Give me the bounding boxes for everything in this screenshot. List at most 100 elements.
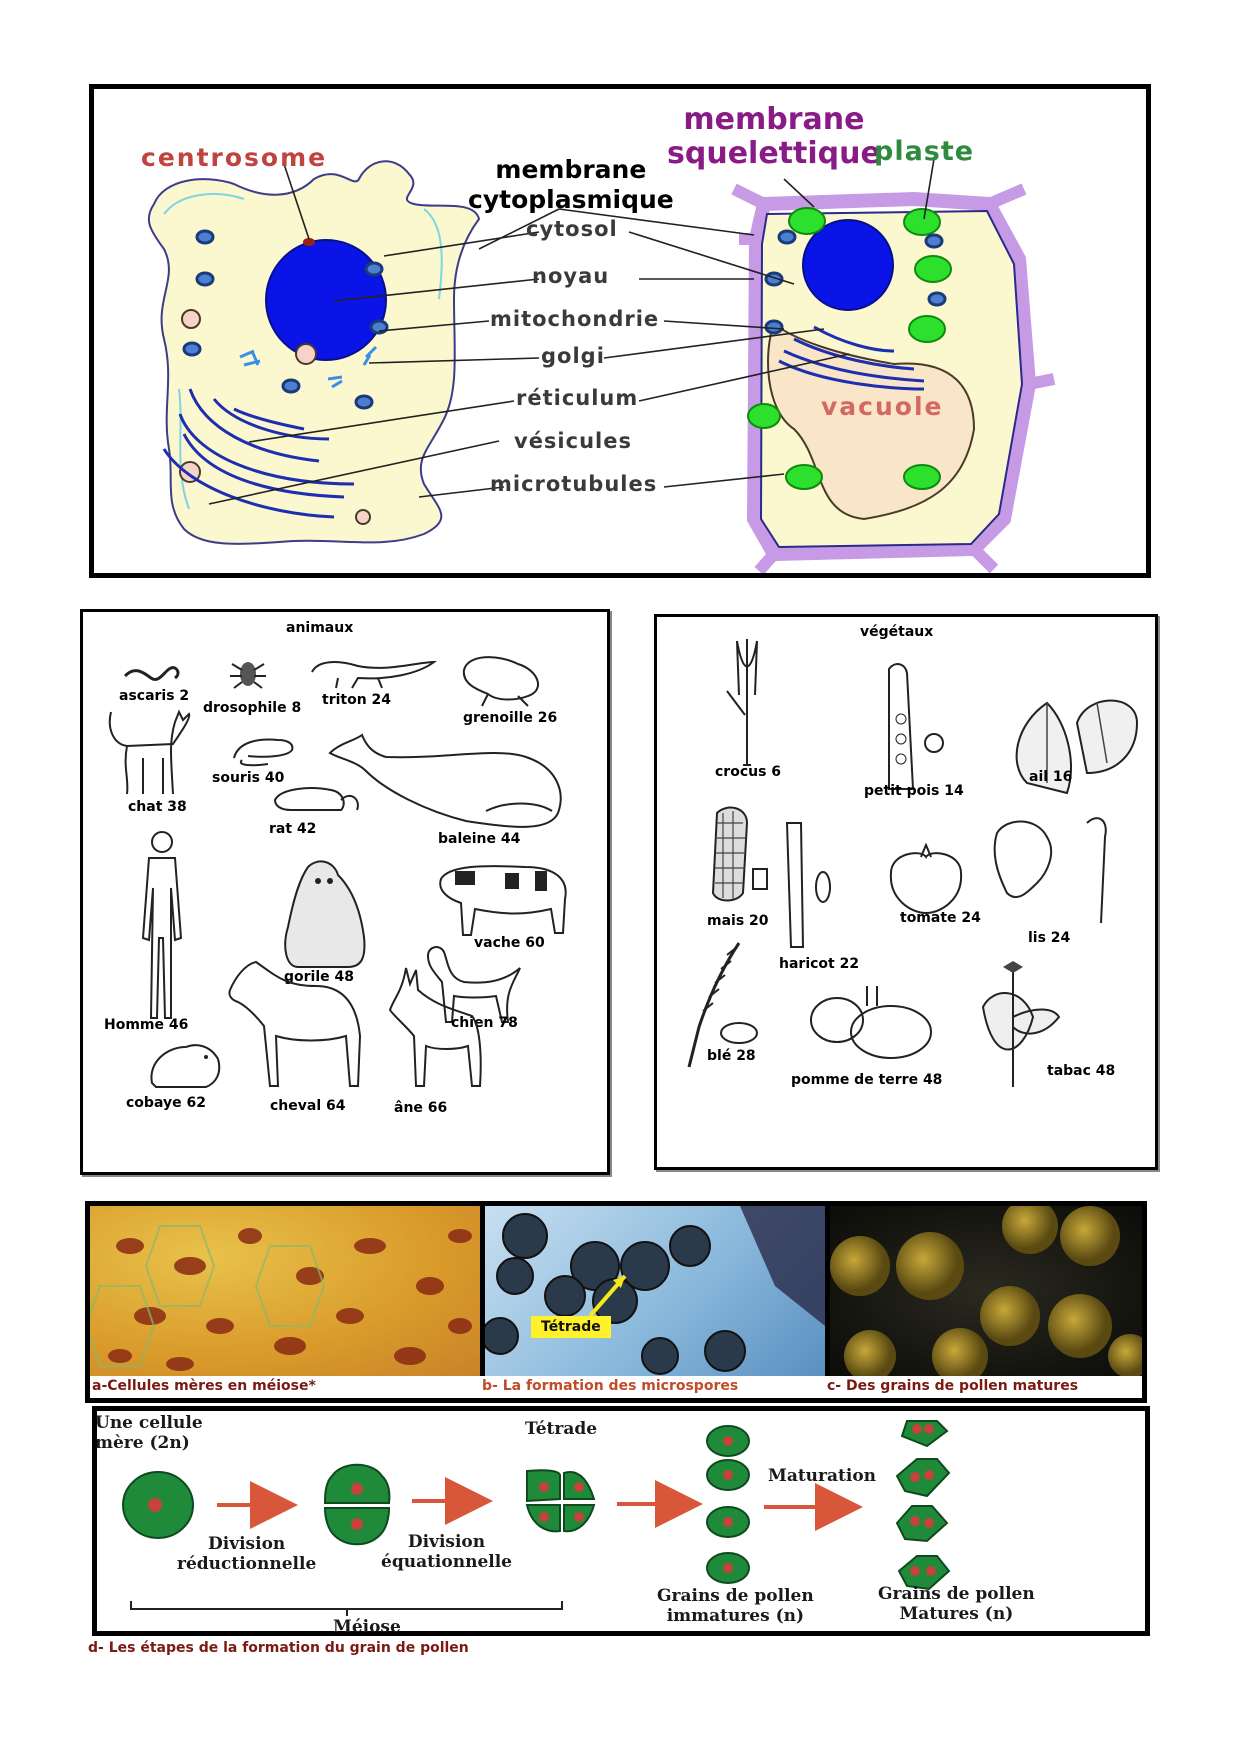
label-meiose: Méiose [333, 1617, 401, 1637]
tetrad-cells [525, 1469, 596, 1533]
cell-diagram [147, 158, 1056, 573]
pollen-steps-diagram [122, 1420, 951, 1616]
potato-icon [810, 986, 932, 1059]
label-haricot: haricot 22 [779, 956, 860, 972]
label-mother-cell: Une cellule mère (2n) [95, 1413, 203, 1453]
rat-icon [273, 787, 359, 811]
cow-icon [439, 865, 567, 936]
mature-pollen-grains [895, 1420, 951, 1591]
tobacco-icon [981, 961, 1061, 1087]
dyad-cells [323, 1463, 391, 1546]
animal-nucleus [265, 239, 387, 361]
label-tabac: tabac 48 [1047, 1063, 1116, 1079]
caption-a: a-Cellules mères en méiose* [92, 1378, 316, 1394]
triton-icon [311, 660, 438, 689]
label-immature-grains: Grains de pollen immatures (n) [657, 1586, 814, 1626]
immature-pollen-grains [706, 1425, 750, 1584]
crocus-icon [726, 639, 758, 766]
garlic-icon [1015, 699, 1139, 795]
label-noyau: noyau [532, 264, 610, 288]
label-chien: chien 78 [451, 1015, 518, 1031]
leader-lines [208, 158, 935, 505]
label-drosophile: drosophile 8 [203, 700, 302, 716]
mouse-icon [233, 738, 294, 767]
meiosis-bracket [130, 1601, 563, 1616]
label-gorile: gorile 48 [284, 969, 354, 985]
centrosome-dot [303, 238, 315, 246]
plant-cell [731, 183, 1056, 573]
drosophila-icon [230, 662, 266, 689]
label-crocus: crocus 6 [715, 764, 782, 780]
label-ascaris: ascaris 2 [119, 688, 190, 704]
label-mitochondrie: mitochondrie [490, 307, 660, 331]
plant-nucleus [802, 219, 894, 311]
label-tomate: tomate 24 [900, 910, 981, 926]
label-lis: lis 24 [1028, 930, 1071, 946]
pea-icon [888, 663, 944, 790]
label-division-reductionnelle: Division réductionnelle [177, 1534, 317, 1574]
cell-comparison-panel: centrosome membrane cytoplasmique cytoso… [89, 84, 1151, 578]
lily-icon [993, 817, 1107, 924]
pollen-formation-panel: Une cellule mère (2n) Tétrade Division r… [92, 1406, 1150, 1637]
label-baleine: baleine 44 [438, 831, 521, 847]
microscopy-photos-panel: Tétrade a-Cellules mères en méiose* b- L… [85, 1201, 1147, 1403]
label-triton: triton 24 [322, 692, 392, 708]
label-mature-grains: Grains de pollen Matures (n) [878, 1584, 1035, 1624]
label-ane: âne 66 [394, 1100, 448, 1116]
caption-c: c- Des grains de pollen matures [827, 1378, 1079, 1394]
label-membrane-cytoplasmique: membrane cytoplasmique [468, 155, 674, 214]
horse-icon [228, 960, 362, 1087]
label-division-equationnelle: Division équationnelle [381, 1532, 512, 1572]
photo-mature-pollen-grains [830, 1206, 1142, 1376]
donkey-icon [388, 967, 482, 1087]
label-ble: blé 28 [707, 1048, 756, 1064]
photo-mother-cells-meiosis [90, 1206, 480, 1376]
photo-caption-bar: a-Cellules mères en méiose* b- La format… [90, 1376, 1142, 1398]
plants-chromosome-panel: végétaux crocus 6 petit pois 14 ail 16 m… [654, 614, 1158, 1170]
frog-icon [462, 656, 540, 707]
cat-icon [108, 709, 191, 795]
label-grenoille: grenoille 26 [463, 710, 558, 726]
label-microtubules: microtubules [490, 472, 658, 496]
label-vacuole: vacuole [821, 392, 944, 421]
photo-microspore-formation: Tétrade [485, 1206, 825, 1376]
label-chat: chat 38 [128, 799, 187, 815]
label-petit-pois: petit pois 14 [864, 783, 964, 799]
dog-icon [426, 946, 521, 1023]
label-pomme-de-terre: pomme de terre 48 [791, 1072, 943, 1088]
caption-b: b- La formation des microspores [482, 1378, 739, 1394]
label-vache: vache 60 [474, 935, 545, 951]
label-homme: Homme 46 [104, 1017, 189, 1033]
gorilla-icon [284, 860, 366, 968]
mitochondria [182, 229, 389, 410]
label-cytosol: cytosol [526, 217, 618, 241]
pollen-formation-caption: d- Les étapes de la formation du grain d… [88, 1640, 469, 1656]
label-membrane-squelettique: membrane squelettique [667, 102, 881, 171]
animal-cell [147, 160, 481, 545]
label-cobaye: cobaye 62 [126, 1095, 206, 1111]
reticulum [162, 388, 355, 519]
label-mais: mais 20 [707, 913, 769, 929]
corn-icon [711, 806, 768, 902]
label-vesicules: vésicules [514, 429, 632, 453]
plants-title: végétaux [860, 624, 934, 640]
wheat-icon [687, 942, 758, 1068]
label-rat: rat 42 [269, 821, 317, 837]
human-icon [141, 831, 183, 1019]
whale-icon [328, 733, 562, 828]
bean-icon [785, 822, 831, 948]
label-souris: souris 40 [212, 770, 285, 786]
guinea-pig-icon [150, 1044, 221, 1088]
plastes [747, 207, 952, 490]
tetrade-badge: Tétrade [531, 1316, 611, 1338]
animals-title: animaux [286, 620, 354, 636]
label-plaste: plaste [874, 136, 975, 167]
tomato-icon [889, 843, 963, 915]
label-golgi: golgi [541, 344, 605, 368]
label-ail: ail 16 [1029, 769, 1073, 785]
label-cheval: cheval 64 [270, 1098, 346, 1114]
label-reticulum: réticulum [516, 386, 639, 410]
label-tetrade: Tétrade [525, 1419, 598, 1439]
animals-chromosome-panel: animaux ascaris 2 drosophile 8 triton 24… [80, 609, 610, 1175]
label-maturation: Maturation [768, 1466, 877, 1486]
